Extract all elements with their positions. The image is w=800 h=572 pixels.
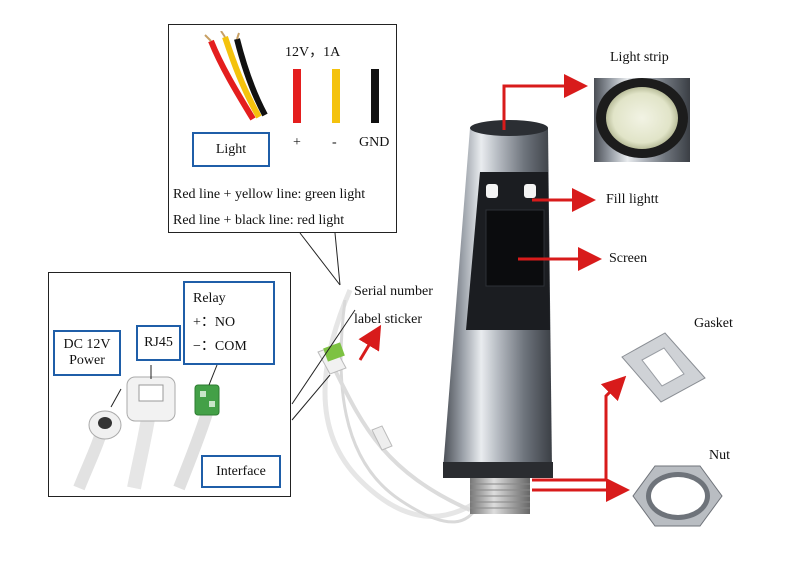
serial-number-label-2: label sticker <box>354 312 423 327</box>
device-screen <box>485 209 545 287</box>
relay-title: Relay <box>193 291 226 306</box>
red-wire-swatch <box>293 69 301 123</box>
serial-number-label-1: Serial number <box>354 284 433 299</box>
light-panel: 12V，1A + - GND Light Red line + yellow l… <box>168 24 397 233</box>
black-wire-swatch <box>371 69 379 123</box>
cable-plug <box>323 342 345 362</box>
light-strip-label: Light strip <box>610 50 669 65</box>
fill-light-label: Fill lightt <box>606 192 659 207</box>
wire-plus-label: + <box>293 135 301 150</box>
connector-illustration <box>73 364 220 491</box>
fill-light-1 <box>486 184 498 198</box>
relay-no: +：NO <box>193 315 236 330</box>
rj45-label: RJ45 <box>136 325 181 361</box>
light-box-label: Light <box>192 132 270 167</box>
spec-label: 12V，1A <box>285 45 341 60</box>
wire-gnd-label: GND <box>359 135 390 150</box>
dc-power-text: DC 12V Power <box>63 337 111 368</box>
leader-line <box>334 232 341 286</box>
relay-label-box: Relay +：NO −：COM <box>183 281 275 365</box>
dc-power-label: DC 12V Power <box>53 330 121 376</box>
screen-label: Screen <box>609 251 648 266</box>
relay-com: −：COM <box>193 339 247 354</box>
wire-minus-label: - <box>332 135 337 150</box>
interface-label: Interface <box>201 455 281 488</box>
cable <box>328 359 471 512</box>
wire-bundle-illustration <box>204 31 268 121</box>
arrow-serial <box>358 324 382 361</box>
leader-line <box>291 309 356 405</box>
interface-panel: DC 12V Power RJ45 Relay +：NO −：COM Inter… <box>48 272 291 497</box>
yellow-wire-swatch <box>332 69 340 123</box>
leader-line <box>299 232 341 286</box>
fill-light-2 <box>524 184 536 198</box>
note-green-light: Red line + yellow line: green light <box>173 187 366 202</box>
cable-connector <box>371 425 393 451</box>
arrow-gasket <box>532 375 627 482</box>
note-red-light: Red line + black line: red light <box>173 213 345 228</box>
gasket-label: Gasket <box>694 316 733 331</box>
device-base <box>443 462 553 478</box>
leader-line <box>291 374 331 421</box>
nut-label: Nut <box>709 448 730 463</box>
arrow-light-strip <box>502 74 588 130</box>
